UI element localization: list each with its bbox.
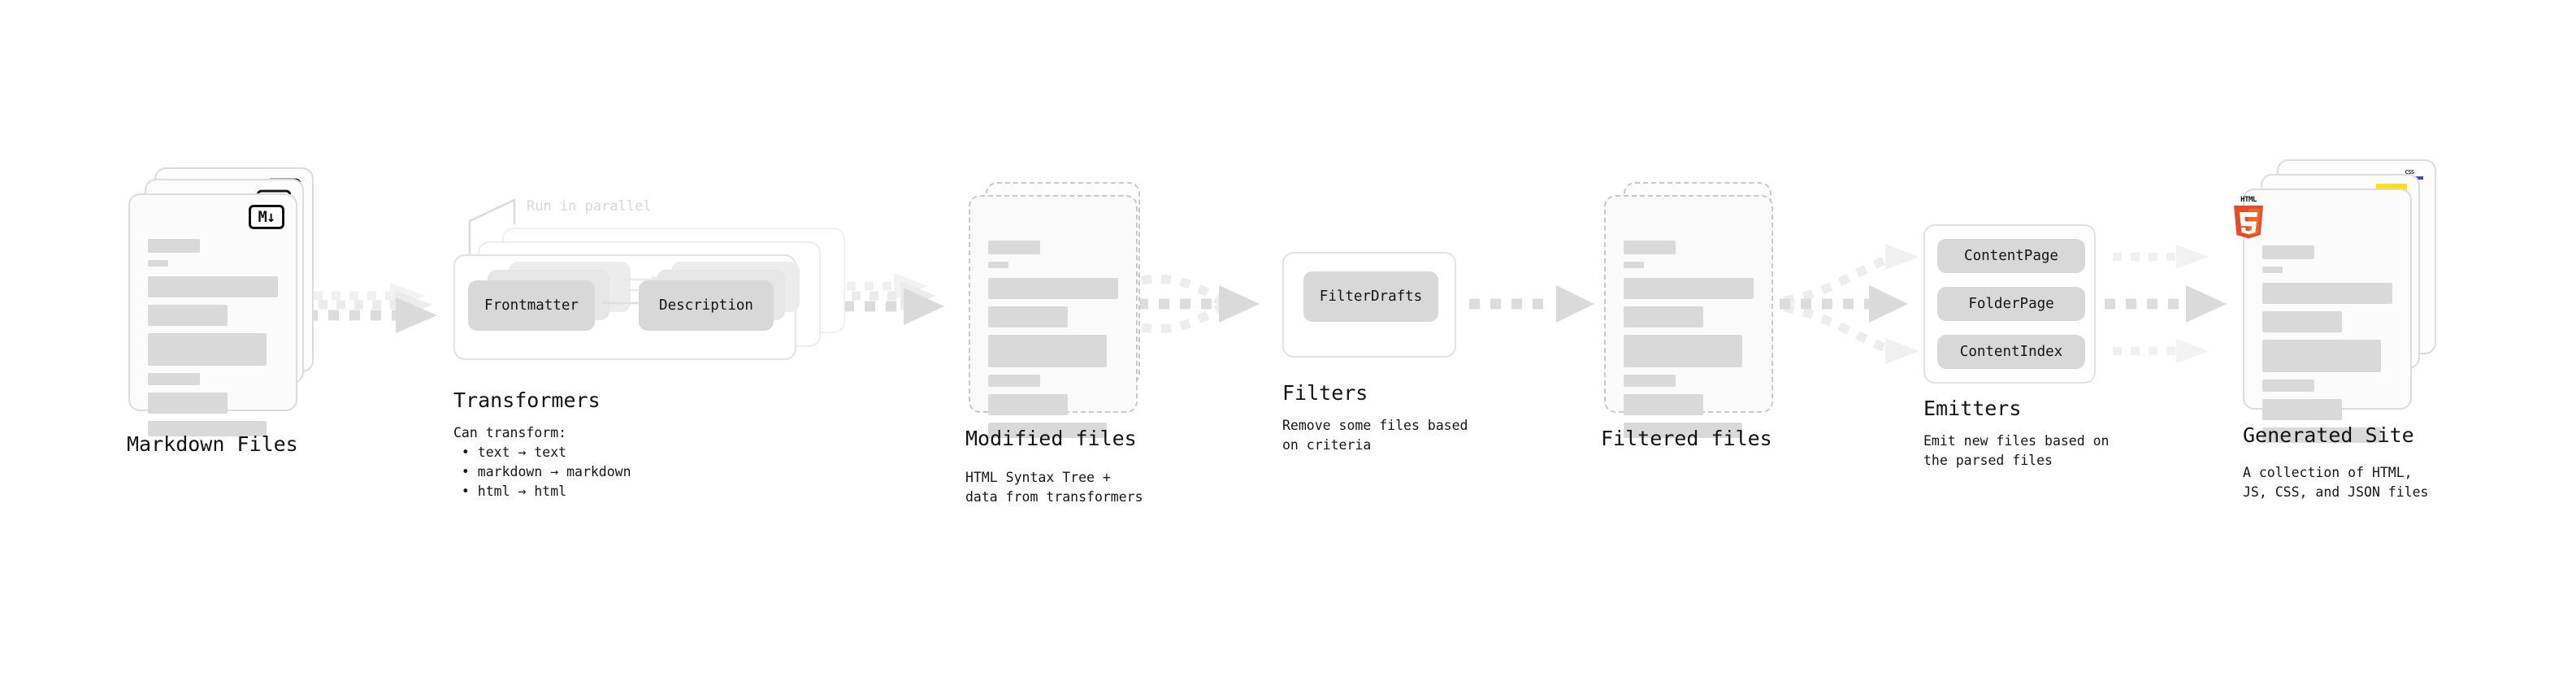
filtered-files-title: Filtered files bbox=[1601, 427, 1772, 450]
placeholder-bar bbox=[2262, 245, 2314, 259]
placeholder-bar bbox=[988, 394, 1068, 415]
placeholder-bar bbox=[1624, 278, 1754, 299]
filters-title: Filters bbox=[1282, 381, 1368, 405]
modified-files-caption: HTML Syntax Tree + data from transformer… bbox=[965, 470, 1143, 505]
arrow-modified-to-filters bbox=[1138, 274, 1260, 334]
placeholder-bar bbox=[1624, 423, 1742, 438]
folderpage-chip[interactable]: FolderPage bbox=[1937, 287, 2085, 321]
placeholder-bar bbox=[2262, 311, 2342, 332]
placeholder-bar bbox=[2262, 283, 2392, 304]
placeholder-bar bbox=[2262, 340, 2381, 372]
placeholder-bar bbox=[988, 262, 1008, 268]
arrow-emitters-to-site bbox=[2105, 245, 2227, 363]
folderpage-chip-label: FolderPage bbox=[1968, 296, 2054, 312]
emitters-caption: Emit new files based on the parsed files bbox=[1923, 433, 2110, 468]
placeholder-bar bbox=[148, 333, 267, 366]
placeholder-bar bbox=[1624, 306, 1703, 327]
html5-icon: HTML bbox=[2231, 196, 2266, 239]
transformers-title: Transformers bbox=[453, 388, 601, 412]
css-badge-text: CSS bbox=[2405, 169, 2414, 176]
markdown-card-front[interactable]: M↓ bbox=[128, 193, 297, 436]
placeholder-bar bbox=[1624, 394, 1703, 415]
markdown-files-title: Markdown Files bbox=[127, 432, 298, 456]
emitters-box[interactable]: ContentPage FolderPage ContentIndex bbox=[1923, 224, 2096, 384]
html5-badge-text: HTML bbox=[2240, 196, 2257, 204]
filterdrafts-chip-label: FilterDrafts bbox=[1319, 288, 1423, 305]
placeholder-bar bbox=[988, 278, 1118, 299]
modified-card-front[interactable] bbox=[969, 195, 1138, 438]
placeholder-bar bbox=[148, 260, 168, 267]
placeholder-bar bbox=[988, 423, 1107, 438]
contentindex-chip-label: ContentIndex bbox=[1959, 344, 2063, 360]
arrow-markdown-to-transformers bbox=[307, 283, 437, 333]
placeholder-bar bbox=[2262, 267, 2283, 273]
modified-placeholder-bars bbox=[988, 241, 1118, 445]
placeholder-bar bbox=[988, 335, 1107, 367]
run-in-parallel-label: Run in parallel bbox=[527, 198, 652, 215]
site-placeholder-bars bbox=[2262, 245, 2392, 450]
placeholder-bar bbox=[148, 305, 228, 326]
placeholder-bar bbox=[988, 306, 1068, 327]
description-chip[interactable]: Description bbox=[639, 280, 774, 331]
placeholder-bar bbox=[2262, 399, 2342, 420]
markdown-icon: M↓ bbox=[249, 205, 284, 229]
placeholder-bar bbox=[148, 373, 200, 385]
markdown-placeholder-bars bbox=[148, 239, 278, 444]
placeholder-bar bbox=[1624, 241, 1676, 254]
filtered-placeholder-bars bbox=[1624, 241, 1754, 445]
placeholder-bar bbox=[148, 276, 278, 297]
placeholder-bar bbox=[988, 241, 1040, 254]
emitters-title: Emitters bbox=[1923, 397, 2022, 420]
placeholder-bar bbox=[1624, 262, 1644, 268]
placeholder-bar bbox=[2262, 427, 2381, 443]
contentpage-chip[interactable]: ContentPage bbox=[1937, 239, 2085, 273]
placeholder-bar bbox=[988, 375, 1040, 387]
arrow-filters-to-filtered bbox=[1469, 285, 1594, 323]
placeholder-bar bbox=[1624, 335, 1742, 367]
run-in-parallel-bracket bbox=[468, 198, 516, 260]
frontmatter-chip[interactable]: Frontmatter bbox=[468, 280, 595, 331]
transformers-caption: Can transform: • text → text • markdown … bbox=[453, 425, 631, 499]
placeholder-bar bbox=[148, 393, 228, 414]
placeholder-bar bbox=[148, 239, 200, 253]
contentpage-chip-label: ContentPage bbox=[1964, 248, 2058, 264]
filterdrafts-chip[interactable]: FilterDrafts bbox=[1303, 271, 1438, 322]
filters-caption: Remove some files based on criteria bbox=[1282, 418, 1468, 453]
frontmatter-chip-label: Frontmatter bbox=[484, 297, 579, 314]
placeholder-bar bbox=[1624, 375, 1676, 387]
modified-files-title: Modified files bbox=[965, 427, 1137, 450]
filters-box[interactable]: FilterDrafts bbox=[1282, 252, 1456, 358]
generated-site-title: Generated Site bbox=[2243, 423, 2414, 447]
markdown-badge-text: M↓ bbox=[258, 207, 276, 226]
generated-site-caption: A collection of HTML, JS, CSS, and JSON … bbox=[2243, 465, 2429, 500]
filtered-card-front[interactable] bbox=[1604, 195, 1773, 438]
placeholder-bar bbox=[2262, 380, 2314, 392]
description-chip-label: Description bbox=[659, 297, 753, 314]
arrow-transformers-to-modified bbox=[822, 273, 944, 325]
arrow-filtered-to-emitters bbox=[1780, 244, 1919, 364]
placeholder-bar bbox=[148, 421, 267, 436]
contentindex-chip[interactable]: ContentIndex bbox=[1937, 335, 2085, 369]
site-card-front[interactable]: HTML bbox=[2234, 189, 2412, 443]
